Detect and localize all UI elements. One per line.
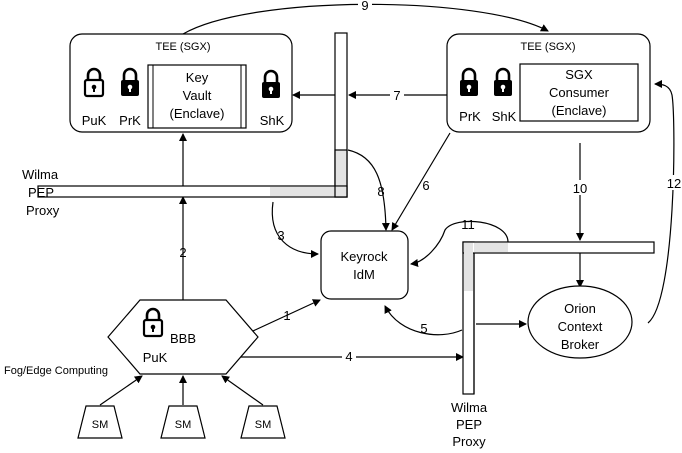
sensor-3 xyxy=(240,405,286,439)
edge-label-4: 4 xyxy=(345,349,352,364)
fog-edge-label: Fog/Edge Computing xyxy=(4,365,108,377)
consumer-line-3: (Enclave) xyxy=(552,103,607,118)
tee-left-puk: PuK xyxy=(82,113,107,128)
wilma-proxy-left: Wilma PEP Proxy xyxy=(22,32,348,218)
edge-11 xyxy=(410,220,509,267)
consumer-line-1: SGX xyxy=(565,67,593,82)
edge-labels: 9 7 2 3 8 6 10 11 12 5 1 4 xyxy=(179,0,682,364)
edge-label-8: 8 xyxy=(377,184,384,199)
edge-5 xyxy=(384,305,463,336)
keyrock-idm: Keyrock IdM xyxy=(320,230,409,300)
wilma-bottom-line-3: Proxy xyxy=(452,434,486,449)
edge-label-5: 5 xyxy=(420,321,427,336)
tee-right-shk: ShK xyxy=(492,109,517,124)
keyrock-line-2: IdM xyxy=(353,267,375,282)
sensor-3-label: SM xyxy=(255,419,272,431)
wilma-left-line-3: Proxy xyxy=(26,203,60,218)
tee-right-prk: PrK xyxy=(459,109,481,124)
edge-label-12: 12 xyxy=(667,176,681,191)
tee-left-prk: PrK xyxy=(119,113,141,128)
edge-label-2: 2 xyxy=(179,245,186,260)
edge-3 xyxy=(271,201,319,258)
tee-left: TEE (SGX) PuK PrK Key Vault (Enclave) Sh… xyxy=(69,33,293,133)
edge-label-9: 9 xyxy=(361,0,368,13)
tee-left-title: TEE (SGX) xyxy=(155,41,210,53)
wilma-left-line-2: PEP xyxy=(28,185,54,200)
edge-label-10: 10 xyxy=(573,181,587,196)
wilma-bottom-line-1: Wilma xyxy=(451,400,488,415)
tee-right: TEE (SGX) PrK ShK SGX Consumer (Enclave) xyxy=(446,33,651,133)
fog-bbb: BBB xyxy=(170,331,196,346)
edge-label-1: 1 xyxy=(283,308,290,323)
orion-context-broker: Orion Context Broker xyxy=(527,285,633,359)
edge-sm3 xyxy=(221,375,264,406)
key-vault-enclave xyxy=(147,64,247,129)
tee-left-shk: ShK xyxy=(260,113,285,128)
sensor-2-label: SM xyxy=(175,419,192,431)
fog-edge-node: BBB PuK Fog/Edge Computing xyxy=(4,299,259,377)
sensors: SM SM SM xyxy=(77,405,286,439)
vault-line-1: Key xyxy=(186,70,209,85)
vault-line-2: Vault xyxy=(183,88,212,103)
tee-right-title: TEE (SGX) xyxy=(520,41,575,53)
keyrock-line-1: Keyrock xyxy=(341,249,388,264)
edge-label-7: 7 xyxy=(393,88,400,103)
sensor-1-label: SM xyxy=(92,419,109,431)
consumer-line-2: Consumer xyxy=(549,85,610,100)
sensor-2 xyxy=(160,405,206,439)
vault-line-3: (Enclave) xyxy=(170,106,225,121)
edge-label-3: 3 xyxy=(277,228,284,243)
edge-sm1 xyxy=(99,375,143,406)
orion-line-3: Broker xyxy=(561,337,600,352)
sensor-1 xyxy=(77,405,123,439)
edge-12 xyxy=(647,80,675,324)
edge-label-11: 11 xyxy=(461,217,475,232)
fog-puk: PuK xyxy=(143,350,168,365)
edge-label-6: 6 xyxy=(422,178,429,193)
orion-line-1: Orion xyxy=(564,301,596,316)
edge-6 xyxy=(391,132,451,231)
wilma-left-line-1: Wilma xyxy=(22,167,59,182)
orion-line-2: Context xyxy=(558,319,603,334)
wilma-bottom-line-2: PEP xyxy=(456,417,482,432)
edge-8 xyxy=(347,149,390,231)
edges xyxy=(99,3,675,406)
sgx-consumer-enclave xyxy=(519,63,639,122)
wilma-proxy-bottom: Wilma PEP Proxy xyxy=(451,241,655,449)
